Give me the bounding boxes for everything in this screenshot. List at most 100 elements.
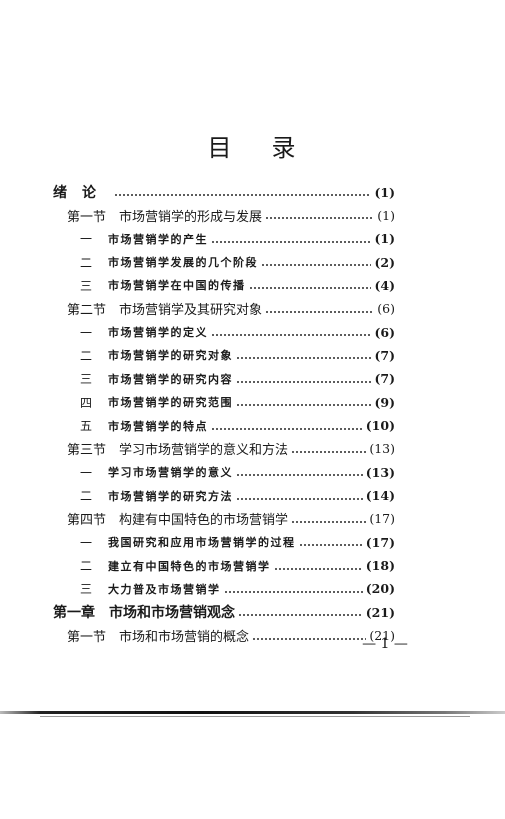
toc-entry-page: (18): [365, 558, 395, 574]
toc-entry-page: (7): [374, 371, 395, 387]
toc-entry-number: 五: [80, 419, 93, 433]
toc-entry-number: 第三节: [67, 443, 107, 459]
toc-entry: 第一章市场和市场营销观念(21): [53, 602, 395, 622]
toc-leader-dots: [211, 334, 372, 337]
toc-entry-number: 一: [80, 232, 93, 247]
toc-entry-label: 学习市场营销学的意义和方法: [119, 443, 289, 459]
toc-entry-page: (10): [365, 418, 395, 433]
toc-entry-label: 建立有中国特色的市场营销学: [108, 559, 271, 573]
toc-entry-number: 一: [80, 325, 93, 340]
toc-entry-page: (6): [377, 301, 395, 317]
toc-entry-label: 大力普及市场营销学: [108, 582, 221, 596]
toc-entry-label: 市场和市场营销观念: [109, 605, 235, 622]
toc-entry-number: 一: [80, 535, 93, 550]
toc-leader-dots: [223, 590, 363, 593]
toc-entry-label: 市场营销学及其研究对象: [119, 303, 263, 319]
toc-leader-dots: [248, 287, 372, 290]
toc-entry-number: 三: [80, 582, 93, 597]
toc-entry-label: 绪论: [53, 185, 111, 201]
toc-entry: 第二节市场营销学及其研究对象 (6): [67, 299, 395, 319]
toc-leader-dots: [236, 497, 363, 500]
toc-entry-page: (4): [374, 277, 395, 293]
title-char-1: 目: [207, 134, 234, 162]
toc-leader-dots: [211, 240, 372, 243]
toc-entry-page: (1): [374, 231, 395, 247]
toc-entry-page: (1): [377, 207, 395, 223]
toc-entry-page: (17): [365, 534, 395, 550]
toc-entry-label: 市场营销学的形成与发展: [119, 209, 263, 225]
toc-entry: 三 市场营销学的研究内容 (7): [80, 369, 395, 389]
toc-entry: 二 建立有中国特色的市场营销学 (18): [80, 556, 395, 576]
toc-entry-number: 第二节: [67, 303, 107, 319]
toc-entry-label: 市场营销学的研究对象: [108, 349, 233, 363]
toc-leader-dots: [252, 637, 367, 640]
toc-entry-page: (2): [374, 254, 395, 270]
toc-leader-dots: [236, 474, 363, 477]
toc-leader-dots: [236, 404, 372, 407]
toc-entry-page: (7): [374, 347, 395, 363]
toc-entry-page: (21): [369, 628, 395, 644]
toc-leader-dots: [236, 380, 372, 383]
toc-entry: 绪论 (1): [53, 182, 395, 202]
toc-entry-number: 第一节: [67, 630, 107, 646]
toc-entry-label: 市场营销学的定义: [108, 326, 208, 340]
page-title: 目录: [0, 128, 505, 163]
toc-entry: 二 市场营销学的研究对象 (7): [80, 345, 395, 365]
page-folio: — 1 —: [362, 636, 408, 652]
toc-entry: 第一节市场和市场营销的概念 (21): [67, 626, 395, 646]
toc-entry-label: 我国研究和应用市场营销学的过程: [108, 536, 296, 550]
scan-edge-line-thin: [40, 716, 470, 717]
toc-entry-page: (20): [365, 581, 395, 597]
toc-entry-number: 二: [80, 489, 93, 504]
toc-leader-dots: [265, 310, 375, 313]
toc-entry-number: 第四节: [67, 513, 107, 529]
toc-leader-dots: [236, 357, 372, 360]
toc-entry-label: 学习市场营销学的意义: [108, 466, 233, 480]
toc-entry-label: 市场营销学的特点: [108, 419, 208, 433]
toc-entry: 二 市场营销学发展的几个阶段 (2): [80, 252, 395, 272]
toc-entry: 五 市场营销学的特点 (10): [80, 416, 395, 436]
toc-entry: 第四节构建有中国特色的市场营销学(17): [67, 509, 395, 529]
toc-entry-label: 市场营销学的研究内容: [108, 372, 233, 386]
toc-entry-label: 市场营销学的研究范围: [108, 396, 233, 410]
toc-entry-number: 第一节: [67, 209, 107, 225]
toc-entry-page: (1): [374, 184, 395, 200]
toc-entry-label: 市场和市场营销的概念: [119, 630, 250, 646]
toc-entry-label: 市场营销学在中国的传播: [108, 279, 246, 293]
toc-entry-page: (6): [374, 324, 395, 340]
toc-entry-number: 四: [80, 395, 93, 410]
toc-entry-number: 二: [80, 255, 93, 270]
toc-leader-dots: [114, 194, 372, 196]
toc-leader-dots: [273, 567, 363, 570]
toc-leader-dots: [211, 427, 363, 430]
toc-leader-dots: [238, 614, 363, 617]
toc-entry-page: (14): [365, 488, 395, 504]
toc-leader-dots: [261, 264, 372, 267]
toc-entry-number: 二: [80, 348, 93, 363]
toc-entry-number: 三: [80, 372, 93, 387]
toc-entry-page: (9): [374, 394, 395, 410]
toc-leader-dots: [298, 544, 363, 547]
toc-entry-label: 市场营销学的产生: [108, 232, 208, 246]
toc-entry: 第三节学习市场营销学的意义和方法(13): [67, 439, 395, 459]
toc-entry-number: 三: [80, 278, 93, 293]
title-char-2: 录: [271, 134, 298, 162]
toc-entry: 一 市场营销学的产生 (1): [80, 229, 395, 249]
toc-entry-number: 二: [80, 559, 93, 574]
toc-entry-label: 构建有中国特色的市场营销学: [119, 513, 289, 529]
toc-entry: 四 市场营销学的研究范围 (9): [80, 392, 395, 412]
toc-entry-number: 一: [80, 465, 93, 480]
toc-leader-dots: [291, 450, 367, 453]
toc-entry: 一 市场营销学的定义 (6): [80, 322, 395, 342]
toc-entry: 三 市场营销学在中国的传播 (4): [80, 275, 395, 295]
toc-entry-label: 市场营销学发展的几个阶段: [108, 256, 258, 270]
toc-entry-number: 第一章: [53, 605, 95, 622]
toc-entry: 三 大力普及市场营销学 (20): [80, 579, 395, 599]
toc-entry: 第一节市场营销学的形成与发展 (1): [67, 205, 395, 225]
toc-entry: 一 学习市场营销学的意义 (13): [80, 462, 395, 482]
toc-entry: 二市场营销学的研究方法(14): [80, 486, 395, 506]
toc-leader-dots: [291, 520, 367, 523]
toc-entry-page: (13): [365, 464, 395, 480]
toc-leader-dots: [265, 217, 375, 220]
